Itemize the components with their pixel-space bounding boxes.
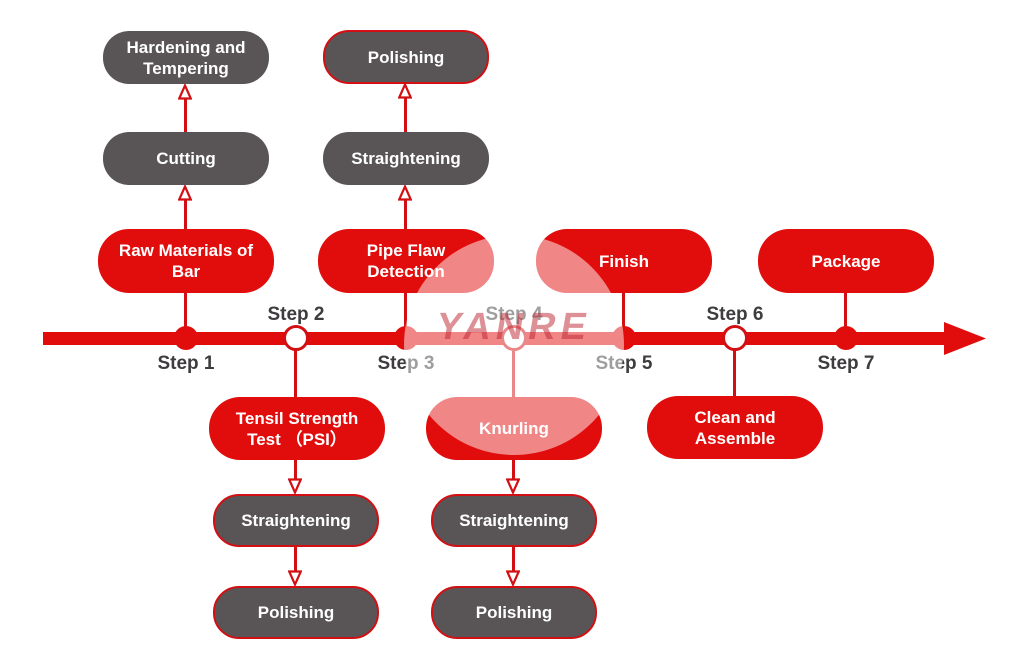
connector-line bbox=[184, 99, 187, 132]
arrow-down-icon bbox=[506, 478, 520, 494]
timeline-arrow-icon bbox=[944, 322, 986, 355]
node-cutting: Cutting bbox=[103, 132, 269, 185]
step-marker-4 bbox=[501, 325, 527, 351]
step-label-1: Step 1 bbox=[157, 353, 215, 374]
arrow-up-icon bbox=[178, 84, 192, 100]
node-straightening-step3: Straightening bbox=[323, 132, 489, 185]
node-raw-materials-of-bar: Raw Materials of Bar bbox=[98, 229, 274, 293]
arrow-down-icon bbox=[288, 570, 302, 586]
connector-line bbox=[512, 460, 515, 479]
node-package: Package bbox=[758, 229, 934, 293]
step-label-4: Step 4 bbox=[485, 304, 543, 325]
step-marker-6 bbox=[722, 325, 748, 351]
connector-line bbox=[844, 293, 847, 332]
node-polishing-step3: Polishing bbox=[323, 30, 489, 84]
step-marker-3 bbox=[394, 326, 418, 350]
step-label-3: Step 3 bbox=[377, 353, 435, 374]
step-marker-2 bbox=[283, 325, 309, 351]
node-tensil-strength-test: Tensil Strength Test （PSI） bbox=[209, 397, 385, 460]
node-polishing-step4: Polishing bbox=[431, 586, 597, 639]
node-knurling: Knurling bbox=[426, 397, 602, 460]
step-marker-5 bbox=[612, 326, 636, 350]
step-label-6: Step 6 bbox=[706, 304, 764, 325]
node-clean-and-assemble: Clean and Assemble bbox=[647, 396, 823, 459]
connector-line bbox=[404, 98, 407, 132]
connector-line bbox=[733, 345, 736, 396]
node-pipe-flaw-detection: Pipe Flaw Detection bbox=[318, 229, 494, 293]
connector-line bbox=[294, 460, 297, 479]
arrow-down-icon bbox=[288, 478, 302, 494]
connector-line bbox=[294, 345, 297, 397]
arrow-up-icon bbox=[398, 185, 412, 201]
node-finish: Finish bbox=[536, 229, 712, 293]
connector-line bbox=[404, 200, 407, 229]
connector-line bbox=[184, 293, 187, 332]
step-label-7: Step 7 bbox=[817, 353, 875, 374]
connector-line bbox=[512, 345, 515, 397]
step-label-2: Step 2 bbox=[267, 304, 325, 325]
connector-line bbox=[184, 200, 187, 229]
arrow-up-icon bbox=[178, 185, 192, 201]
node-straightening-step2: Straightening bbox=[213, 494, 379, 547]
step-marker-7 bbox=[834, 326, 858, 350]
step-label-5: Step 5 bbox=[595, 353, 653, 374]
node-hardening-and-tempering: Hardening and Tempering bbox=[103, 31, 269, 84]
arrow-down-icon bbox=[506, 570, 520, 586]
node-straightening-step4: Straightening bbox=[431, 494, 597, 547]
connector-line bbox=[512, 547, 515, 571]
connector-line bbox=[294, 547, 297, 571]
step-marker-1 bbox=[174, 326, 198, 350]
node-polishing-step2: Polishing bbox=[213, 586, 379, 639]
arrow-up-icon bbox=[398, 83, 412, 99]
